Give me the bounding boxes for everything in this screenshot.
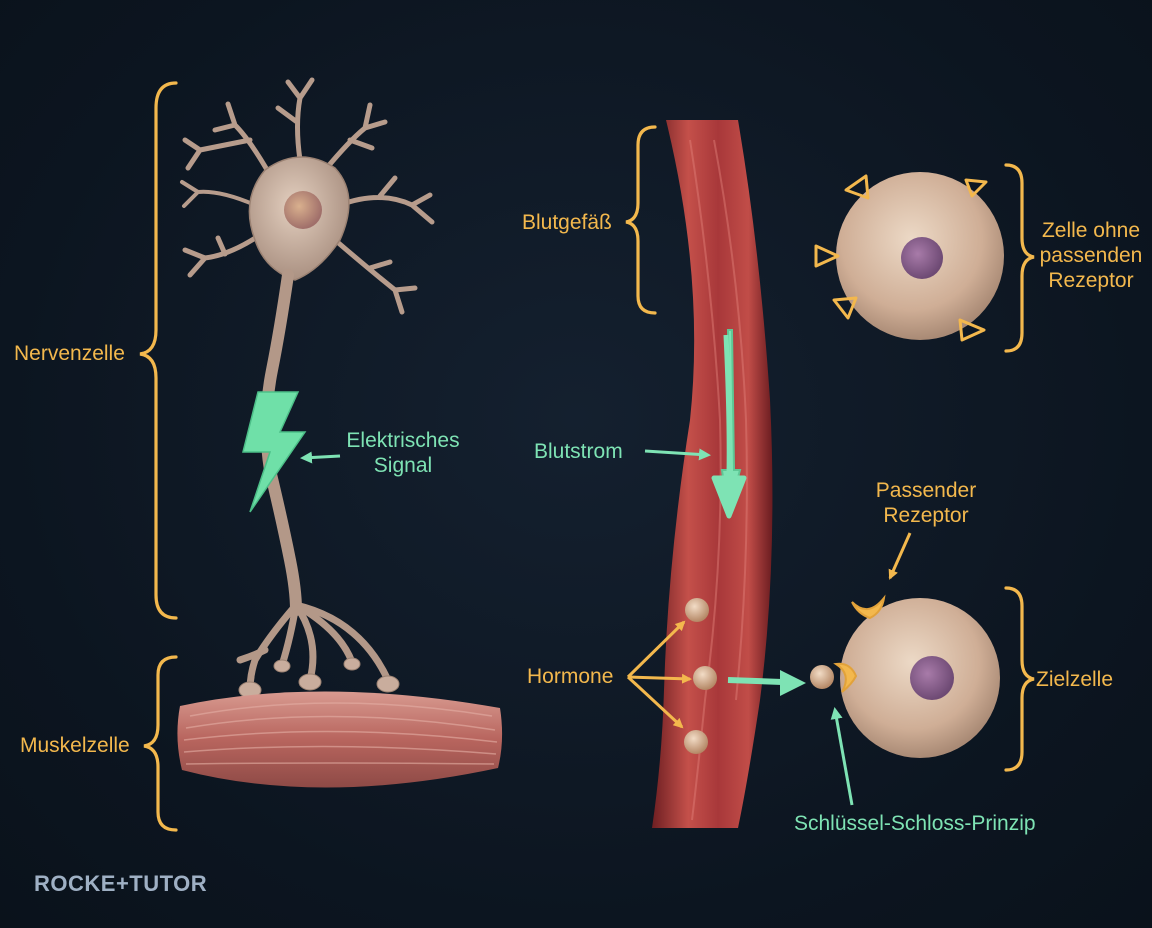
label-muskelzelle: Muskelzelle bbox=[20, 734, 130, 757]
mismatched-receptors bbox=[814, 174, 988, 342]
label-zielzelle: Zielzelle bbox=[1036, 668, 1114, 691]
label-elektrisches-signal: Elektrisches Signal bbox=[338, 428, 468, 478]
receptor-bound bbox=[833, 662, 858, 693]
synapse-knobs bbox=[238, 657, 400, 699]
logo: ROCKE+TUTOR bbox=[34, 871, 208, 896]
label-blutstrom: Blutstrom bbox=[534, 440, 623, 463]
bound-hormone bbox=[810, 665, 834, 689]
label-hormone: Hormone bbox=[527, 665, 614, 688]
label-rezeptor: Rezeptor bbox=[1048, 269, 1134, 292]
brace-blutgefaess bbox=[625, 125, 657, 315]
lightning-bolt-icon bbox=[242, 391, 307, 513]
muscle-cell bbox=[177, 691, 503, 788]
label-elektrisches: Elektrisches bbox=[346, 429, 460, 452]
label-nervenzelle: Nervenzelle bbox=[14, 342, 125, 365]
receptor-pointer bbox=[888, 532, 912, 580]
label-zelle-ohne: Zelle ohne bbox=[1041, 219, 1141, 242]
hormone-to-receptor-arrow bbox=[727, 670, 806, 696]
label-signal: Signal bbox=[373, 454, 433, 477]
label-blutgefaess: Blutgefäß bbox=[522, 211, 612, 234]
label-passender-rezeptor: Passender Rezeptor bbox=[862, 478, 990, 528]
neuron-nucleus bbox=[284, 191, 322, 229]
label-passender: Passender bbox=[875, 479, 977, 502]
hormones-in-vessel bbox=[684, 598, 717, 754]
label-schluessel-schloss-prinzip: Schlüssel-Schloss-Prinzip bbox=[794, 812, 1036, 835]
hormone-arrows bbox=[626, 620, 692, 729]
blutstrom-pointer bbox=[644, 448, 711, 461]
neuron bbox=[180, 77, 435, 699]
receptor-top bbox=[851, 594, 886, 620]
brace-muskelzelle bbox=[143, 655, 178, 832]
brace-nervenzelle bbox=[139, 81, 178, 620]
brace-zelle-ohne-rezeptor bbox=[1004, 163, 1035, 353]
target-cell bbox=[810, 594, 1000, 758]
label-zelle-ohne-rezeptor: Zelle ohne passenden Rezeptor bbox=[1032, 218, 1150, 293]
signal-pointer bbox=[300, 451, 341, 464]
cell-without-receptor bbox=[814, 172, 1004, 342]
axon-terminals bbox=[236, 601, 392, 694]
blood-vessel bbox=[652, 120, 773, 828]
brace-zielzelle bbox=[1004, 586, 1035, 772]
neuron-dendrites bbox=[180, 77, 435, 315]
lock-key-pointer bbox=[830, 707, 854, 806]
label-rezeptor-2: Rezeptor bbox=[883, 504, 969, 527]
label-passenden: passenden bbox=[1039, 244, 1143, 267]
